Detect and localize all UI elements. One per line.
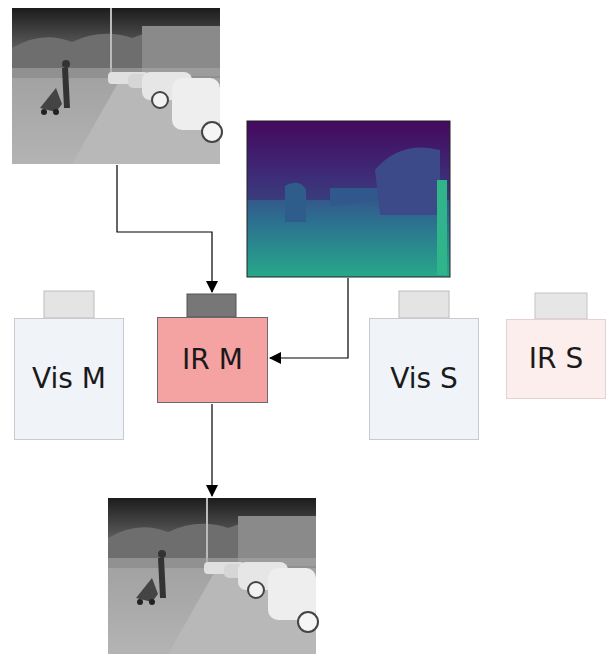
camera-box: IR S [506, 319, 606, 399]
camera-label: Vis S [390, 364, 458, 395]
camera-label: Vis M [32, 364, 106, 395]
camera-box: Vis S [369, 318, 479, 440]
camera-box: IR M [157, 317, 268, 403]
camera-box: Vis M [14, 318, 124, 440]
camera-label: IR S [529, 344, 583, 375]
camera-label: IR M [182, 345, 243, 376]
